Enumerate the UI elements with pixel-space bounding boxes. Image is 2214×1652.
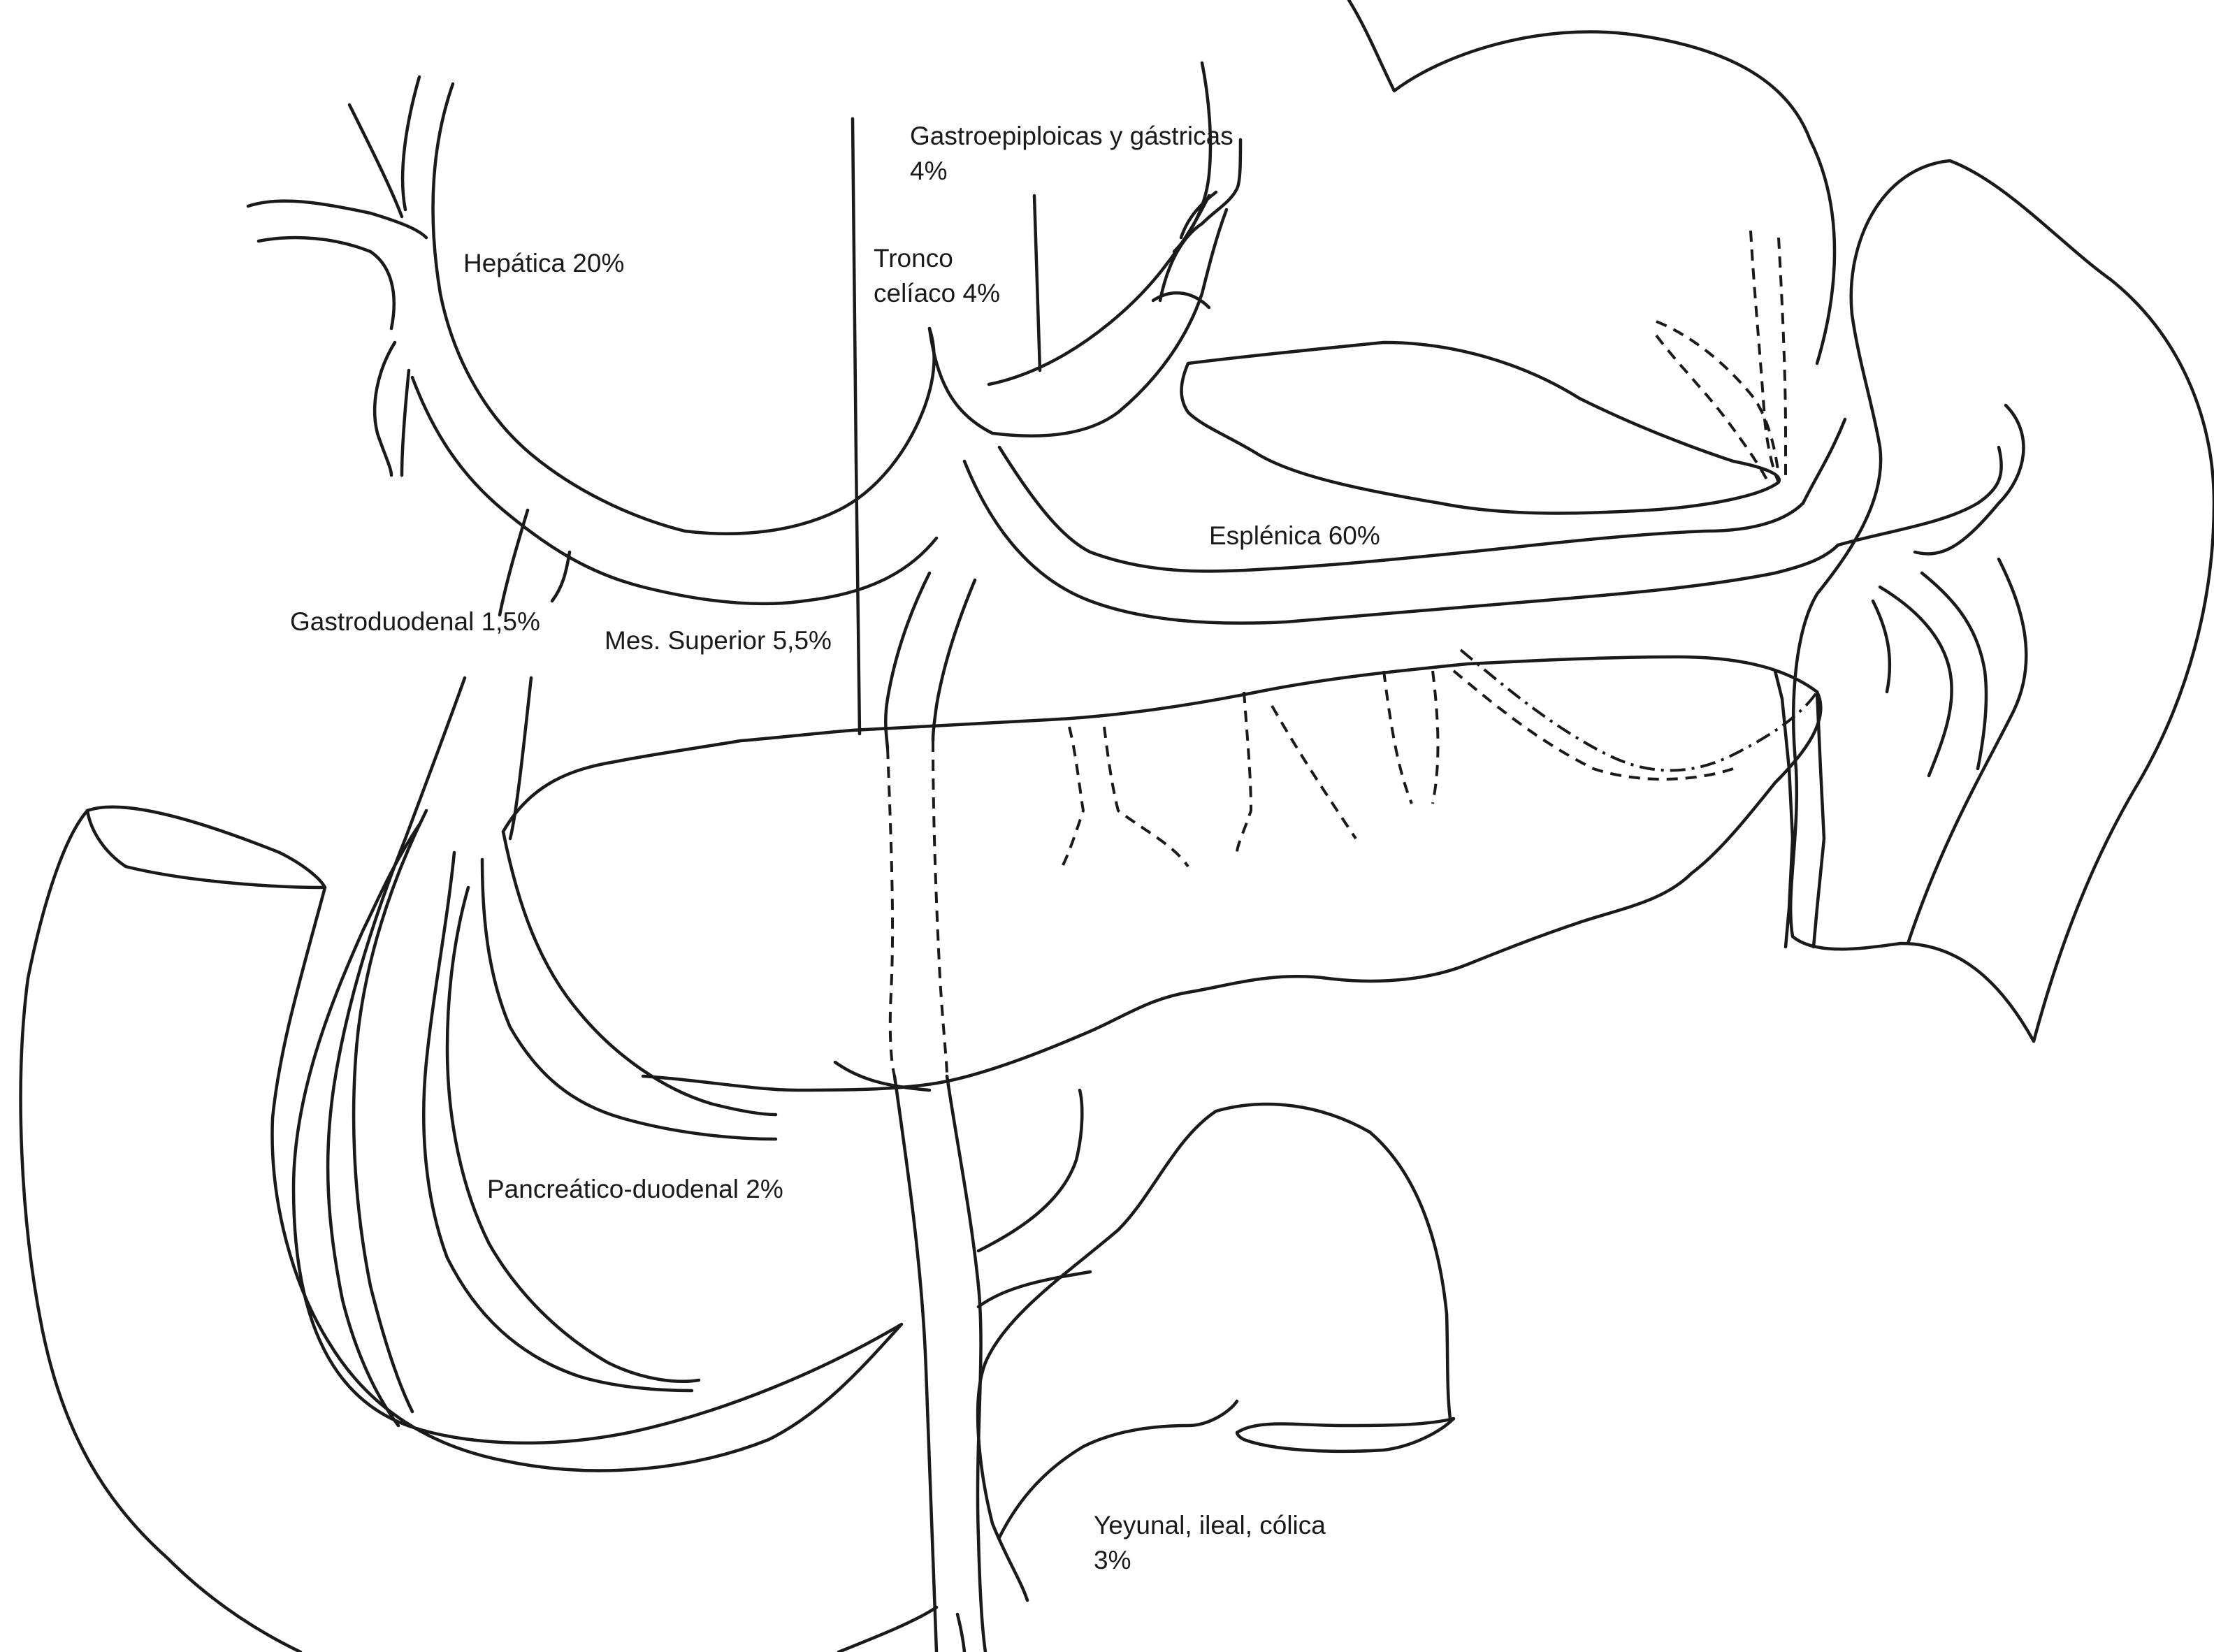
sma-aorta-stub (854, 459, 862, 736)
label-pancreatico: Pancreático-duodenal 2% (487, 1172, 783, 1207)
label-esplenica-line1: Esplénica 60% (1209, 521, 1380, 550)
sma-upper-right (931, 578, 977, 743)
label-gastroepiploicas-line1: Gastroepiploicas y gástricas (910, 122, 1233, 150)
short-gastric-dashed-4 (1655, 334, 1770, 483)
splenic-branch-a (1801, 417, 1847, 505)
pancreatic-dashed-2 (1103, 726, 1189, 868)
label-gastroduodenal: Gastroduodenal 1,5% (290, 604, 540, 639)
spleen-hilum-line (1906, 557, 2028, 945)
pancreaticoduodenal-6 (501, 829, 778, 1117)
jejunal-stub (1235, 1416, 1456, 1454)
sma-lower-left (892, 1074, 939, 1652)
ileal-branch (976, 1361, 1029, 1602)
label-esplenica: Esplénica 60% (1209, 519, 1380, 553)
label-pancreatico-line1: Pancreático-duodenal 2% (487, 1175, 783, 1203)
splenic-vessel-down-2 (1811, 690, 1826, 949)
stomach-outline (1347, 0, 1837, 365)
hepatic-branch-2 (347, 103, 404, 219)
colic-branch (997, 1399, 1239, 1539)
celiac-trunk-lower (987, 194, 1211, 386)
splenic-vessel-down-1 (1773, 669, 1795, 949)
duodenum-top-rim (85, 809, 327, 890)
splenic-branch-e (1878, 585, 1953, 778)
duodenum-outer-wall (19, 809, 303, 1652)
label-hepatica-line1: Hepática 20% (463, 249, 625, 277)
pancreatic-dashed-3 (1236, 691, 1253, 853)
splenic-branch-b (1836, 445, 2003, 547)
left-gastric-upper (1172, 61, 1213, 254)
splenic-artery-upper (997, 445, 1805, 573)
hepatic-branch-5 (372, 340, 397, 477)
hepatic-branch-1 (400, 75, 421, 212)
pancreatic-dashed-6 (1431, 670, 1440, 804)
pancreaticoduodenal-7 (445, 885, 701, 1383)
pancreatic-dashed-5 (1382, 670, 1413, 804)
aorta-right-wall (1032, 194, 1042, 372)
gastroduodenal-artery (498, 508, 530, 617)
hepatic-branch-6 (400, 368, 411, 477)
jejunal-branch-2 (976, 1270, 1092, 1309)
pancreatic-dashed-4 (1271, 705, 1357, 840)
splenic-branch-f (1871, 599, 1892, 694)
spleen-outline (1788, 159, 2214, 1043)
sma-dashed-right (932, 740, 948, 1077)
sma-lower-right (945, 1074, 987, 1652)
pancreas-outline (501, 655, 1823, 1092)
splenic-branch-d (1920, 571, 1988, 771)
jejunal-branch-1 (976, 1088, 1084, 1253)
celiac-trunk (927, 208, 1229, 437)
label-gastroepiploicas-line2: 4% (910, 157, 948, 185)
splenic-artery-lower (962, 459, 1840, 625)
hepatic-artery-upper (431, 82, 936, 535)
pancreaticoduodenal-2 (508, 676, 533, 841)
label-mesenterica-line1: Mes. Superior 5,5% (605, 626, 832, 655)
left-gastric-inner (1179, 190, 1218, 240)
jejunal-loop (983, 1102, 1452, 1421)
short-gastric-dashed-2 (1777, 237, 1788, 482)
pancreaticoduodenal-1 (326, 676, 467, 1428)
label-tronco-line2: celíaco 4% (874, 279, 1000, 307)
label-yeyunal: Yeyunal, ileal, cólica 3% (1094, 1508, 1326, 1578)
left-gastric-loop (1158, 138, 1243, 303)
label-yeyunal-line1: Yeyunal, ileal, cólica (1094, 1511, 1326, 1539)
label-tronco-line1: Tronco (874, 244, 953, 273)
stomach-greater-curve (1180, 340, 1781, 515)
pancreas-lower-edge (833, 1060, 932, 1092)
pancreatic-dashdot (1459, 649, 1818, 772)
label-gastroduodenal-line1: Gastroduodenal 1,5% (290, 607, 540, 636)
left-gastric-curl (1151, 291, 1211, 310)
gastroduodenal-artery-2 (550, 550, 572, 603)
label-tronco: Tronco celíaco 4% (874, 241, 1000, 311)
sma-dashed-left (886, 747, 896, 1077)
pancreatic-dashdot-2 (1452, 669, 1734, 781)
hepatic-artery-lower (410, 375, 939, 606)
duodenum-outline (85, 805, 904, 1472)
hepatic-branch-4 (256, 236, 396, 331)
pancreaticoduodenal-3 (352, 809, 428, 1414)
label-yeyunal-line2: 3% (1094, 1546, 1131, 1574)
short-gastric-dashed-1 (1749, 230, 1780, 483)
hepatic-branch-3 (246, 199, 428, 240)
pancreaticoduodenal-4 (422, 850, 694, 1393)
aorta-left-wall (851, 117, 858, 463)
splenic-branch-c (1913, 403, 2025, 556)
label-mesenterica: Mes. Superior 5,5% (605, 623, 832, 658)
pancreatic-dashed-1 (1061, 726, 1085, 867)
label-gastroepiploicas: Gastroepiploicas y gástricas 4% (910, 119, 1233, 189)
bottom-fork-right (955, 1612, 967, 1652)
pancreaticoduodenal-5 (480, 857, 778, 1141)
short-gastric-dashed-3 (1656, 320, 1780, 476)
sma-upper-left (884, 571, 932, 750)
bottom-fork-left (837, 1605, 939, 1652)
label-hepatica: Hepática 20% (463, 246, 624, 281)
